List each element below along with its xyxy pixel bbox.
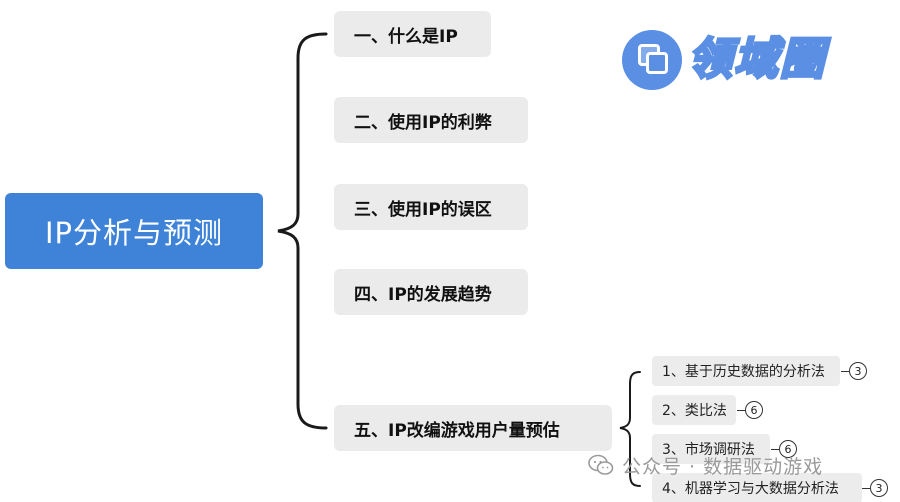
collapsed-count: 6 [750, 403, 758, 417]
sub-topic-label: 4、机器学习与大数据分析法 [662, 481, 839, 497]
sub-topic-1[interactable]: 1、基于历史数据的分析法 [652, 356, 840, 386]
sub-topic-2[interactable]: 2、类比法 [652, 395, 736, 425]
collapsed-count: 3 [854, 364, 862, 378]
sub-topic-4[interactable]: 4、机器学习与大数据分析法 [652, 473, 862, 502]
sub-topic-3[interactable]: 3、市场调研法 [652, 434, 770, 464]
root-topic[interactable]: IP分析与预测 [5, 193, 263, 269]
branch-topic-4[interactable]: 四、IP的发展趋势 [334, 269, 528, 315]
logo-squares-icon [622, 30, 682, 90]
logo-wordmark: 领域圈 [687, 34, 826, 85]
watermark-logo: 领域圈 [622, 28, 872, 92]
collapsed-count-badge[interactable]: 3 [849, 362, 867, 380]
wechat-icon [588, 454, 614, 475]
branch-topic-label: 四、IP的发展趋势 [354, 284, 492, 305]
badge-link [841, 371, 849, 372]
footer-watermark: 公众号 · 数据驱动游戏 [588, 452, 823, 478]
collapsed-count-badge[interactable]: 6 [745, 401, 763, 419]
branch-topic-1[interactable]: 一、什么是IP [334, 11, 491, 57]
sub-topic-label: 2、类比法 [662, 403, 727, 419]
branch-topic-label: 一、什么是IP [354, 26, 458, 47]
collapsed-count-badge[interactable]: 6 [779, 440, 797, 458]
main-brace [277, 32, 328, 430]
branch-topic-label: 三、使用IP的误区 [354, 199, 492, 220]
root-topic-label: IP分析与预测 [44, 216, 224, 250]
branch-topic-label: 五、IP改编游戏用户量预估 [354, 420, 560, 441]
badge-link [771, 449, 779, 450]
branch-topic-3[interactable]: 三、使用IP的误区 [334, 184, 528, 230]
collapsed-count: 3 [875, 481, 883, 495]
badge-link [737, 410, 745, 411]
footer-watermark-text: 公众号 · 数据驱动游戏 [622, 455, 824, 478]
sub-brace [619, 371, 641, 487]
branch-topic-label: 二、使用IP的利弊 [354, 112, 492, 133]
collapsed-count: 6 [784, 442, 792, 456]
sub-topic-label: 3、市场调研法 [662, 442, 755, 458]
branch-topic-2[interactable]: 二、使用IP的利弊 [334, 97, 528, 143]
collapsed-count-badge[interactable]: 3 [870, 479, 888, 497]
branch-topic-5[interactable]: 五、IP改编游戏用户量预估 [334, 405, 612, 451]
badge-link [862, 488, 870, 489]
sub-topic-label: 1、基于历史数据的分析法 [662, 364, 825, 380]
